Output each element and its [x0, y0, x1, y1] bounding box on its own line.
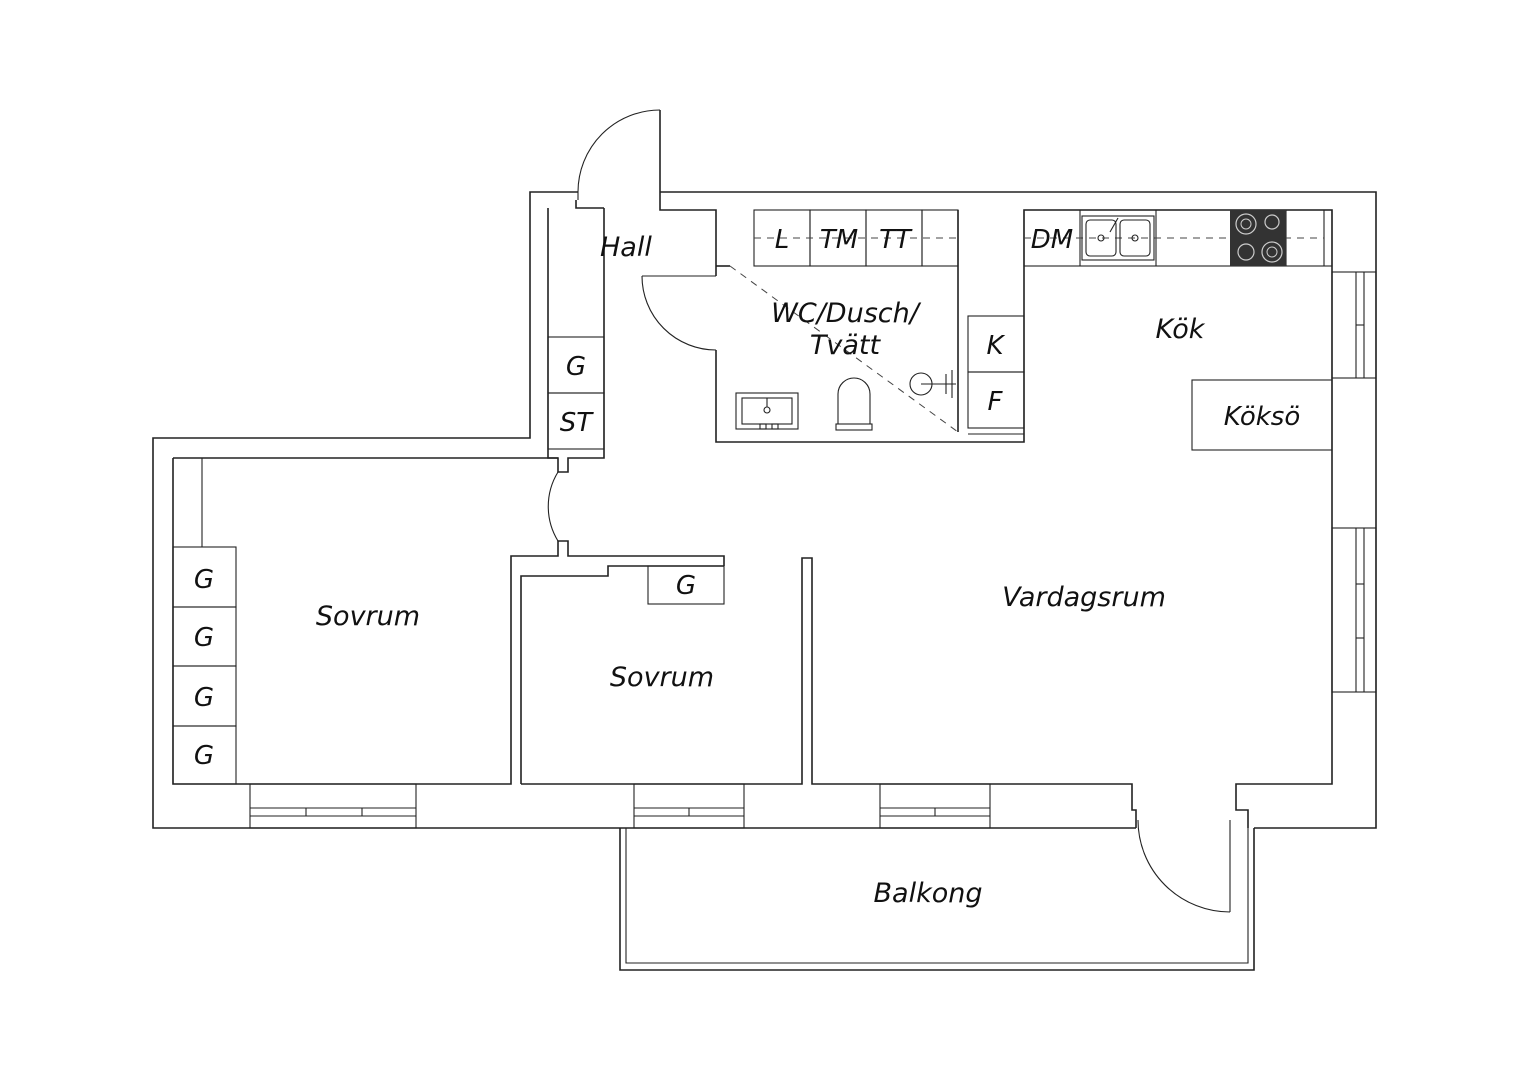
sink-icon — [735, 392, 799, 430]
fixture-label-bedroom-wardrobe-2: G — [194, 623, 214, 653]
bedroom-left-door — [547, 471, 559, 542]
fixture-label-bedroom-wardrobe-3: G — [194, 683, 214, 713]
fridge-freezer — [967, 315, 1025, 435]
fixture-label-bedroom-wardrobe-4: G — [194, 741, 214, 771]
stove-icon — [1230, 210, 1286, 266]
fixture-label-hall-wardrobe: G — [566, 352, 586, 382]
laundry-row — [753, 209, 959, 267]
balcony-door — [1137, 819, 1231, 913]
fixture-label-laundry-l: L — [775, 225, 790, 255]
room-label-sovrum-left: Sovrum — [316, 601, 420, 632]
room-label-wc-line2: Tvätt — [810, 330, 882, 361]
fixture-label-kitchen-island: Köksö — [1224, 402, 1301, 432]
balcony — [619, 828, 1255, 971]
room-label-wc-line1: WC/Dusch/ — [771, 298, 922, 329]
window-right-upper — [1331, 271, 1377, 379]
window-bottom-mid — [633, 783, 745, 829]
room-label-hall: Hall — [600, 232, 652, 263]
shower-icon — [909, 370, 956, 398]
fixture-label-laundry-tt: TT — [879, 225, 913, 255]
hall-closets — [547, 336, 605, 450]
outer-walls — [152, 191, 1377, 829]
toilet-icon — [835, 377, 873, 431]
fixture-label-dishwasher: DM — [1031, 225, 1073, 255]
bedroom-left-wardrobes — [172, 546, 237, 785]
fixture-label-laundry-tm: TM — [820, 225, 858, 255]
room-label-kok: Kök — [1156, 314, 1206, 345]
bedroom-mid-wardrobe — [647, 565, 725, 605]
shower-divider — [729, 265, 959, 433]
entrance-door — [577, 109, 661, 200]
wc-door — [641, 275, 717, 351]
room-label-sovrum-mid: Sovrum — [610, 662, 714, 693]
kitchen-sink-icon — [1081, 215, 1155, 261]
fixture-label-bedroom-mid-wardrobe: G — [676, 571, 696, 601]
fixture-label-bedroom-wardrobe-1: G — [194, 565, 214, 595]
window-bottom-left — [249, 783, 417, 829]
room-label-balkong: Balkong — [874, 878, 983, 909]
kitchen-island — [1191, 379, 1333, 451]
fixture-label-freezer: F — [988, 387, 1004, 417]
window-right-lower — [1331, 527, 1377, 693]
room-label-vardagsrum: Vardagsrum — [1002, 582, 1166, 613]
window-bottom-right — [879, 783, 991, 829]
fixture-label-hall-storage: ST — [560, 408, 595, 438]
fixture-label-fridge: K — [986, 331, 1005, 361]
